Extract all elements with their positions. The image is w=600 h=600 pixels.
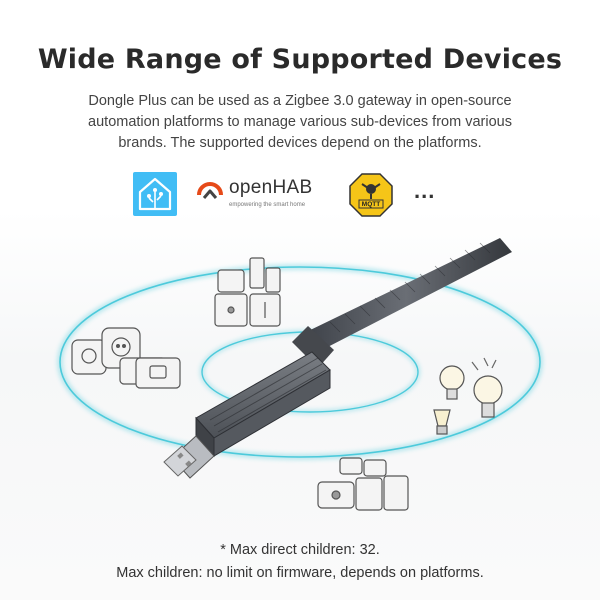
wall-switch-icon bbox=[214, 257, 281, 327]
light-bulb-icon bbox=[433, 357, 503, 435]
mqtt-logo: MQTT bbox=[348, 172, 394, 218]
more-platforms-indicator: ... bbox=[414, 178, 436, 203]
openhab-tagline: empowering the smart home bbox=[229, 202, 306, 208]
page-description: Dongle Plus can be used as a Zigbee 3.0 … bbox=[88, 93, 512, 151]
max-children-note: Max children: no limit on firmware, depe… bbox=[116, 565, 484, 581]
openhab-mark-icon bbox=[197, 182, 223, 199]
footer-notes: * Max direct children: 32. Max children:… bbox=[0, 539, 600, 585]
platform-logos: openHAB empowering the smart home MQTT .… bbox=[0, 172, 600, 218]
sensor-icon bbox=[317, 457, 409, 511]
mqtt-label: MQTT bbox=[361, 201, 381, 208]
signal-ring-outer bbox=[57, 264, 543, 460]
home-assistant-logo bbox=[133, 172, 177, 216]
antenna bbox=[292, 238, 512, 368]
max-direct-children-note: * Max direct children: 32. bbox=[220, 542, 380, 558]
page-title: Wide Range of Supported Devices bbox=[37, 44, 563, 75]
smart-plug-icon bbox=[71, 327, 181, 389]
dongle-illustration bbox=[57, 238, 543, 511]
usb-dongle bbox=[163, 351, 331, 479]
openhab-name: openHAB bbox=[229, 177, 313, 198]
openhab-logo: openHAB empowering the smart home bbox=[195, 174, 335, 214]
